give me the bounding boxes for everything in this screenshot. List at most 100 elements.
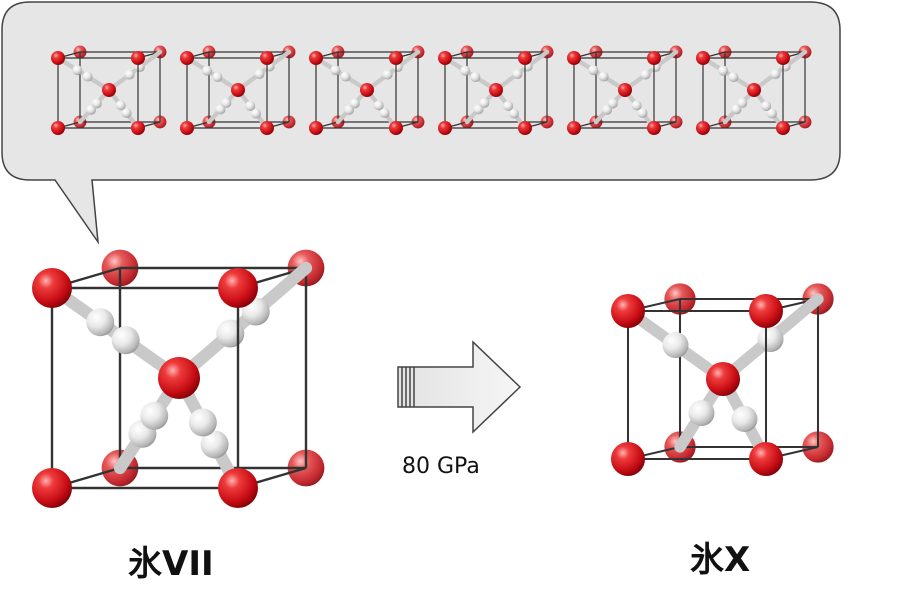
oh-bond [106,49,163,93]
hydrogen-atom [588,65,599,76]
hydrogen-atom [460,65,471,76]
hydrogen-atom [200,430,229,459]
oxygen-atom [696,51,710,65]
oxygen-atom [218,468,258,508]
oxygen-atom [102,83,116,97]
oh-bond [235,49,292,93]
oxygen-atom [438,121,452,135]
hydrogen-atom [115,100,126,111]
pressure-label: 80 GPa [402,454,480,479]
hydrogen-atom [766,108,777,119]
hydrogen-atom [254,69,265,80]
ice-x-crystal-cell [611,283,834,476]
hydrogen-atom [503,100,514,111]
hydrogen-atom [221,97,232,108]
hydrogen-atom [202,65,213,76]
hydrogen-atom [91,98,102,109]
oxygen-atom [489,83,503,97]
oxygen-atom [309,51,323,65]
callout-variant-cell [180,45,296,135]
oxygen-atom [611,442,645,476]
oxygen-atom [706,362,740,396]
hydrogen-atom [349,98,360,109]
hydrogen-atom [111,326,140,355]
oxygen-atom [131,121,145,135]
oh-bond [184,55,241,93]
oh-bond [751,49,808,93]
hydrogen-atom [508,108,519,119]
oxygen-atom [309,121,323,135]
hydrogen-atom [637,107,648,118]
hydrogen-atom [250,108,261,119]
hydrogen-atom [598,71,609,82]
oxygen-atom [647,51,661,65]
oxygen-atom [647,121,661,135]
hydrogen-atom [737,97,748,108]
hydrogen-atom [124,69,135,80]
oh-bond [700,55,757,93]
hydrogen-atom [82,71,93,82]
oxygen-atom [51,51,65,65]
hydrogen-atom [731,406,758,432]
oxygen-atom [567,121,581,135]
hydrogen-atom [640,69,651,80]
oxygen-atom [747,83,761,97]
hydrogen-atom [212,72,223,83]
hydrogen-atom [662,332,689,358]
hydrogen-atom [86,104,97,115]
hydrogen-atom [602,104,613,115]
hydrogen-atom [761,100,772,111]
oxygen-atom [618,83,632,97]
hydrogen-atom [473,104,484,115]
hydrogen-atom [479,97,490,108]
oxygen-atom [218,268,258,308]
hydrogen-atom [512,69,523,80]
oxygen-atom [51,121,65,135]
hydrogen-atom [470,72,481,83]
hydrogen-atom [330,65,341,76]
oh-bond [622,49,679,93]
callout-variant-cell [567,45,683,135]
hydrogen-atom [688,400,715,426]
hydrogen-atom [770,69,781,80]
oxygen-atom [389,121,403,135]
hydrogen-atom [188,408,217,437]
oh-bond [442,55,499,93]
ice-vii-crystal-cell [32,249,325,508]
oxygen-atom [518,51,532,65]
oxygen-atom [32,468,72,508]
callout-variant-cell [438,45,554,135]
oxygen-atom [180,121,194,135]
oxygen-atom [518,121,532,135]
oxygen-atom [438,51,452,65]
hydrogen-atom [757,326,784,352]
oh-bond [172,261,313,385]
hydrogen-atom [373,100,384,111]
oxygen-atom [260,121,274,135]
hydrogen-atom [140,401,169,430]
hydrogen-atom [731,104,742,115]
ice-x-label: 氷X [690,540,751,580]
hydrogen-atom [72,65,83,76]
hydrogen-atom [728,72,739,83]
oxygen-atom [749,442,783,476]
callout-variant-cells [51,45,812,135]
hydrogen-atom [121,107,132,118]
oxygen-atom [131,51,145,65]
oxygen-atom [389,51,403,65]
oh-bond [364,49,421,93]
callout-variant-cell [51,45,167,135]
oh-bond [493,49,550,93]
hydrogen-atom [718,65,729,76]
hydrogen-atom [245,100,256,111]
oxygen-atom [776,51,790,65]
ice-vii-label: 氷VII [128,544,214,584]
callout-variant-cell [309,45,425,135]
oxygen-atom [231,83,245,97]
oxygen-atom [611,294,645,328]
oxygen-atom [749,294,783,328]
hydrogen-atom [216,319,245,348]
hydrogen-atom [607,98,618,109]
oxygen-atom [776,121,790,135]
